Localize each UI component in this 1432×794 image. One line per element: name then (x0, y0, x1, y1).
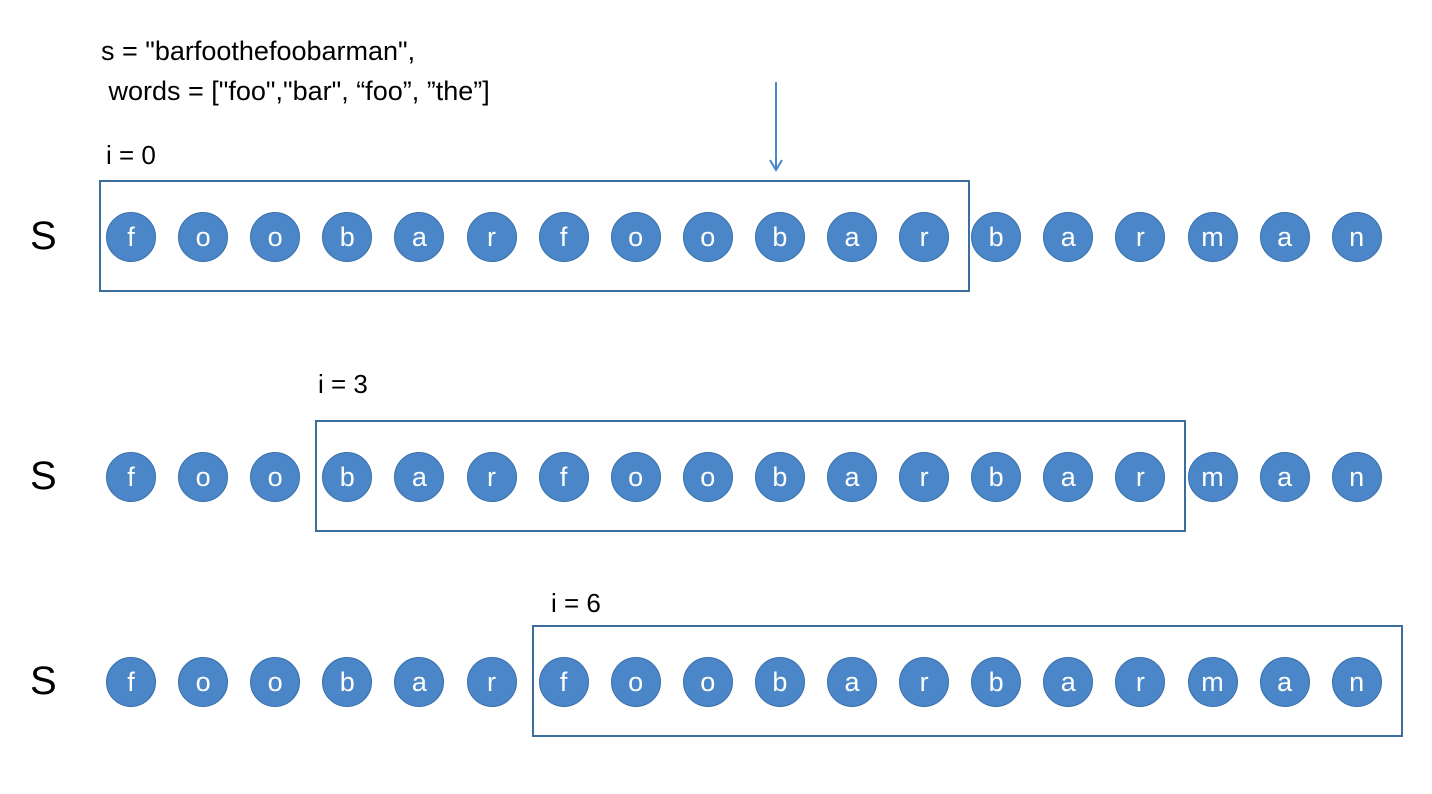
char-circle: n (1331, 212, 1382, 262)
char-circle: a (394, 212, 445, 262)
char-circle: f (106, 452, 156, 502)
char-circle: b (754, 212, 805, 262)
char-circle: r (899, 452, 950, 502)
char-circle: f (106, 657, 156, 707)
char-circle: a (827, 212, 877, 262)
char-circle: a (827, 452, 877, 502)
char-circle: r (466, 657, 517, 707)
char-circle: b (322, 212, 373, 262)
char-circle: b (754, 657, 805, 707)
char-circle: r (466, 452, 517, 502)
char-circle: o (178, 452, 229, 502)
char-circle: a (1259, 212, 1310, 262)
header-line-2: words = ["foo","bar", “foo”, ”the”] (101, 76, 490, 106)
row-0-index-label: i = 0 (106, 140, 156, 170)
char-circle: a (1043, 657, 1094, 707)
char-circle: a (827, 657, 877, 707)
char-circle: b (322, 452, 373, 502)
char-circle: r (899, 212, 950, 262)
row-0-window-box (99, 180, 971, 292)
char-circle: r (466, 212, 517, 262)
char-circle: r (899, 657, 950, 707)
char-circle: m (1187, 657, 1238, 707)
char-circle: o (250, 212, 301, 262)
char-circle: a (1259, 452, 1310, 502)
char-circle: o (610, 212, 661, 262)
pointer-arrow-icon (769, 82, 783, 172)
char-circle: b (971, 657, 1022, 707)
char-circle: b (754, 452, 805, 502)
row-1-s-label: S (30, 454, 57, 498)
row-0-s-label: S (30, 214, 57, 258)
char-circle: o (610, 657, 661, 707)
header-line-1: s = "barfoothefoobarman", (101, 36, 416, 66)
char-circle: o (682, 452, 733, 502)
char-circle: b (971, 452, 1022, 502)
char-circle: n (1331, 452, 1382, 502)
char-circle: o (178, 212, 229, 262)
row-1-window-box (315, 420, 1187, 532)
char-circle: r (1115, 657, 1166, 707)
char-circle: a (1043, 452, 1094, 502)
char-circle: m (1187, 452, 1238, 502)
row-2-window-box (531, 625, 1403, 737)
row-2-index-label: i = 6 (551, 588, 601, 618)
char-circle: o (250, 452, 301, 502)
char-circle: b (322, 657, 373, 707)
char-circle: a (1043, 212, 1094, 262)
char-circle: b (971, 212, 1022, 262)
char-circle: o (250, 657, 301, 707)
char-circle: f (106, 212, 156, 262)
char-circle: f (538, 452, 589, 502)
char-circle: m (1187, 212, 1238, 262)
char-circle: a (394, 657, 445, 707)
row-1-index-label: i = 3 (318, 369, 368, 399)
char-circle: r (1115, 212, 1166, 262)
row-2-s-label: S (30, 659, 57, 703)
char-circle: o (610, 452, 661, 502)
char-circle: a (1259, 657, 1310, 707)
char-circle: r (1115, 452, 1166, 502)
char-circle: f (538, 657, 589, 707)
char-circle: o (682, 212, 733, 262)
char-circle: o (682, 657, 733, 707)
char-circle: f (538, 212, 589, 262)
char-circle: n (1331, 657, 1382, 707)
char-circle: a (394, 452, 445, 502)
char-circle: o (178, 657, 229, 707)
